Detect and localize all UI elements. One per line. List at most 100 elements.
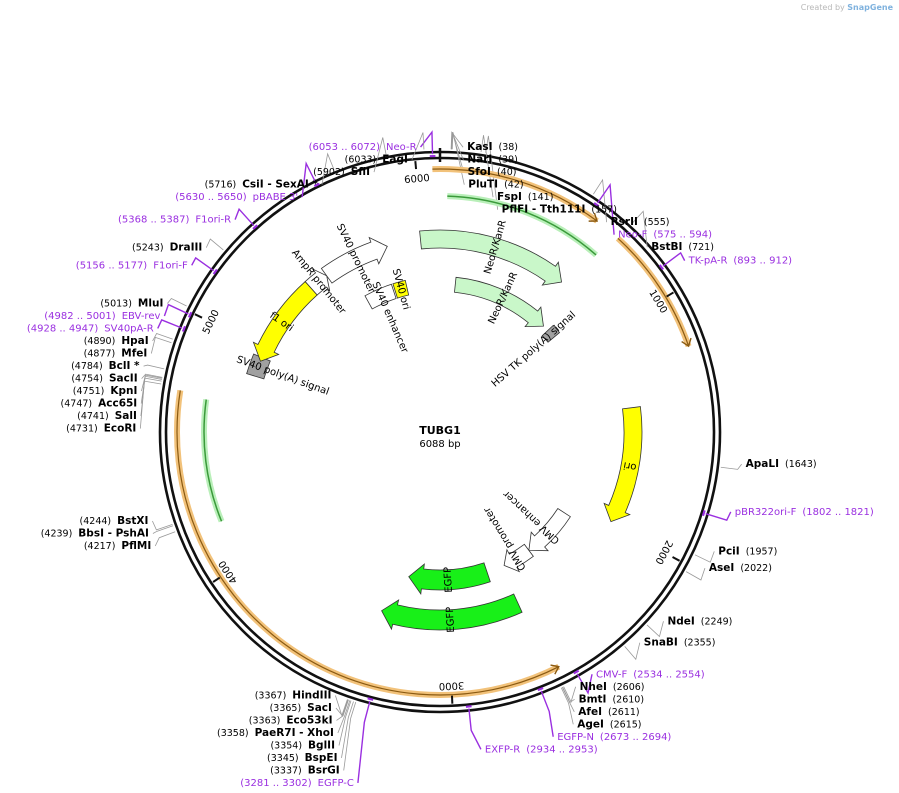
primer-site-egfp-n	[537, 686, 544, 692]
enzyme-label-pflmi[interactable]: (4217)PflMI	[84, 540, 151, 552]
primer-leader-egfp-c	[357, 700, 371, 784]
feature-f1-ori[interactable]	[252, 281, 318, 362]
enzyme-label-nhei[interactable]: NheI(2606)	[580, 681, 645, 693]
primer-label-tk-pa-r[interactable]: TK-pA-R(893 .. 912)	[688, 256, 793, 267]
feature-ori[interactable]	[603, 406, 643, 523]
label-position: (42)	[504, 180, 524, 191]
label-position: (5630 .. 5650)	[175, 192, 247, 203]
label-position: (2534 .. 2554)	[633, 669, 705, 680]
feature-sv40-enhancer[interactable]	[364, 283, 397, 310]
label-position: (3367)	[255, 690, 287, 701]
enzyme-leader-bspei	[341, 701, 354, 759]
primer-label-f1ori-r[interactable]: (5368 .. 5387)F1ori-R	[118, 215, 231, 226]
enzyme-leader-afei	[561, 687, 575, 712]
feature-egfp-inner[interactable]	[408, 562, 491, 595]
enzyme-label-apali[interactable]: ApaLI(1643)	[746, 458, 817, 470]
enzyme-label-paer7i-xhoi[interactable]: (3358)PaeR7I - XhoI	[217, 727, 334, 739]
enzyme-label-hindiii[interactable]: (3367)HindIII	[255, 689, 332, 701]
enzyme-label-nari[interactable]: NarI(39)	[467, 154, 517, 166]
primer-label-neo-r[interactable]: (6053 .. 6072)Neo-R	[309, 142, 417, 153]
enzyme-label-asei[interactable]: AseI(2022)	[709, 562, 772, 574]
enzyme-label-bstxi[interactable]: (4244)BstXI	[80, 515, 149, 527]
feature-label-sv40-polya: SV40 poly(A) signal	[235, 354, 331, 397]
enzyme-leader-apali	[720, 463, 742, 470]
enzyme-label-ecori[interactable]: (4731)EcoRI	[66, 423, 136, 435]
enzyme-label-mfei[interactable]: (4877)MfeI	[84, 347, 148, 359]
label-name: PaeR7I - XhoI	[255, 727, 334, 739]
primer-site-f1ori-f	[212, 268, 218, 275]
enzyme-label-rsrii[interactable]: RsrII(555)	[611, 216, 670, 228]
tick-label-6000: 6000	[404, 173, 430, 186]
label-position: (1957)	[746, 546, 778, 557]
label-position: (2610)	[612, 694, 644, 705]
feature-hsv-tk-polya[interactable]	[541, 324, 561, 343]
enzyme-label-bcli[interactable]: (4784)BclI *	[71, 360, 140, 372]
primer-label-egfp-n[interactable]: EGFP-N(2673 .. 2694)	[557, 732, 671, 743]
label-position: (157)	[591, 205, 617, 216]
feature-sv40-ori[interactable]	[392, 279, 410, 299]
enzyme-label-kpni[interactable]: (4751)KpnI	[73, 385, 138, 397]
enzyme-label-eagi[interactable]: (6033)EagI	[345, 154, 408, 166]
label-name: EGFP-C	[318, 778, 354, 789]
enzyme-label-ndei[interactable]: NdeI(2249)	[667, 615, 732, 627]
enzyme-label-sali[interactable]: (4741)SalI	[77, 410, 137, 422]
enzyme-label-bglii[interactable]: (3354)BglII	[270, 739, 335, 751]
label-position: (4731)	[66, 424, 98, 435]
tick-mark-6000	[414, 161, 418, 170]
enzyme-label-afei[interactable]: AfeI(2611)	[578, 706, 639, 718]
primer-label-pbabe-3[interactable]: (5630 .. 5650)pBABE 3'	[175, 192, 298, 203]
feature-neo-outer[interactable]	[419, 229, 562, 286]
enzyme-label-snabi[interactable]: SnaBI(2355)	[644, 637, 716, 649]
label-name: NdeI	[667, 615, 694, 627]
feature-sv40-polya[interactable]	[246, 353, 271, 380]
primer-label-f1ori-f[interactable]: (5156 .. 5177)F1ori-F	[76, 260, 188, 271]
enzyme-label-csii-sexai[interactable]: (5716)CsiI - SexAI *	[205, 179, 319, 191]
enzyme-leader-bcli	[143, 364, 165, 370]
enzyme-label-hpai[interactable]: (4890)HpaI	[84, 335, 149, 347]
feature-cmv-enhancer[interactable]	[528, 507, 571, 552]
enzyme-label-fspi[interactable]: FspI(141)	[497, 191, 553, 203]
primer-label-exfp-r[interactable]: EXFP-R(2934 .. 2953)	[485, 744, 598, 755]
enzyme-leader-kpni	[141, 374, 163, 392]
enzyme-leader-pflmi	[154, 531, 176, 547]
primer-leader-cmv-f	[576, 673, 593, 695]
label-name: SalI	[115, 410, 137, 422]
feature-egfp-outer[interactable]	[381, 593, 523, 631]
label-name: KpnI	[110, 385, 137, 397]
enzyme-label-mlui[interactable]: (5013)MluI	[100, 297, 163, 309]
label-position: (38)	[498, 142, 518, 153]
enzyme-label-bstbi[interactable]: BstBI(721)	[651, 241, 714, 253]
primer-label-ebv-rev[interactable]: (4982 .. 5001)EBV-rev	[44, 311, 160, 322]
enzyme-label-eco53ki[interactable]: (3363)Eco53kI	[249, 714, 333, 726]
enzyme-label-acc65i[interactable]: (4747)Acc65I	[61, 398, 138, 410]
enzyme-label-sfoi[interactable]: SfoI(40)	[468, 166, 517, 178]
enzyme-label-pcii[interactable]: PciI(1957)	[718, 545, 777, 557]
enzyme-label-sfii[interactable]: (5902)SfiI	[313, 166, 370, 178]
enzyme-leader-ecori	[139, 380, 162, 429]
feature-cmv-promoter[interactable]	[503, 543, 534, 573]
feature-ampr-promoter[interactable]	[304, 268, 331, 296]
feature-neo-inner[interactable]	[454, 276, 544, 328]
enzyme-leader-agei	[560, 687, 574, 725]
enzyme-label-bbsi-pshai[interactable]: (4239)BbsI - PshAI	[41, 527, 149, 539]
label-name: AseI	[709, 562, 734, 574]
primer-label-cmv-f[interactable]: CMV-F(2534 .. 2554)	[596, 669, 705, 680]
enzyme-label-sacii[interactable]: (4754)SacII	[71, 373, 137, 385]
enzyme-label-pluti[interactable]: PluTI(42)	[468, 179, 523, 191]
enzyme-label-bsrgi[interactable]: (3337)BsrGI	[270, 764, 340, 776]
primer-label-egfp-c[interactable]: (3281 .. 3302)EGFP-C	[240, 778, 354, 789]
primer-label-neo-f[interactable]: Neo-F(575 .. 594)	[618, 230, 712, 241]
enzyme-label-draiii[interactable]: (5243)DraIII	[132, 242, 202, 254]
enzyme-label-agei[interactable]: AgeI(2615)	[577, 718, 641, 730]
enzyme-label-pflfi-tth111i[interactable]: PflFI - Tth111I(157)	[502, 204, 617, 216]
label-position: (6033)	[345, 155, 377, 166]
primer-label-sv40pa-r[interactable]: (4928 .. 4947)SV40pA-R	[27, 323, 154, 334]
feature-sv40-promoter[interactable]	[320, 236, 388, 284]
label-position: (3363)	[249, 715, 281, 726]
enzyme-label-kasi[interactable]: KasI(38)	[467, 141, 518, 153]
primer-label-pbr322ori-f[interactable]: pBR322ori-F(1802 .. 1821)	[735, 507, 874, 518]
snapgene-logo: SnapGene	[847, 3, 893, 12]
enzyme-label-bmti[interactable]: BmtI(2610)	[579, 693, 644, 705]
enzyme-label-saci[interactable]: (3365)SacI	[270, 702, 332, 714]
enzyme-label-bspei[interactable]: (3345)BspEI	[267, 752, 337, 764]
